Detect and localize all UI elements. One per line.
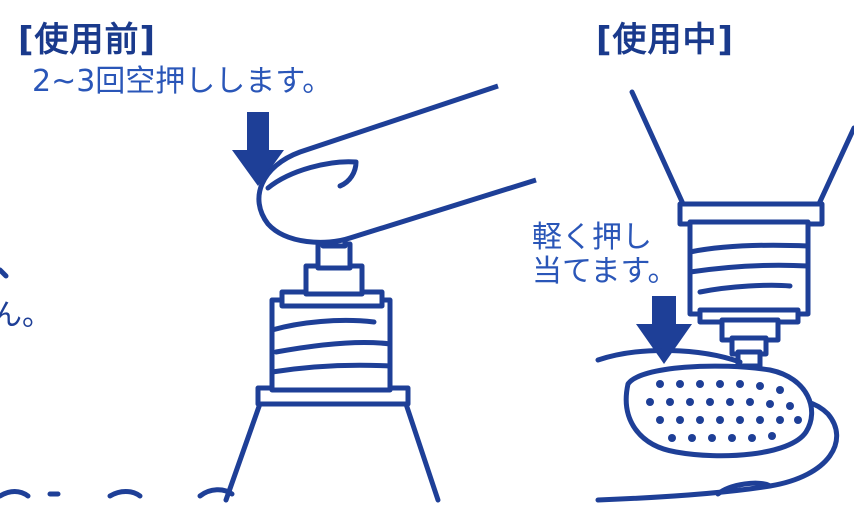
during-use-instruction-line1: 軽く押し bbox=[532, 220, 652, 255]
during-use-instruction-line2: 当てます。 bbox=[532, 254, 678, 289]
finger-icon bbox=[256, 83, 537, 245]
down-arrow-icon bbox=[636, 296, 692, 364]
down-arrow-icon bbox=[232, 112, 284, 186]
left-partial-text: ん。 bbox=[0, 298, 52, 333]
before-use-instruction: 2~3回空押しします。 bbox=[32, 64, 333, 99]
tube-icon bbox=[223, 235, 441, 503]
sponge-pad-icon bbox=[623, 363, 815, 459]
hand-icon bbox=[595, 347, 840, 503]
partial-marks bbox=[0, 267, 235, 499]
tube-icon bbox=[629, 89, 854, 369]
during-use-heading: [使用中] bbox=[596, 20, 735, 60]
before-use-heading: [使用前] bbox=[18, 20, 157, 60]
